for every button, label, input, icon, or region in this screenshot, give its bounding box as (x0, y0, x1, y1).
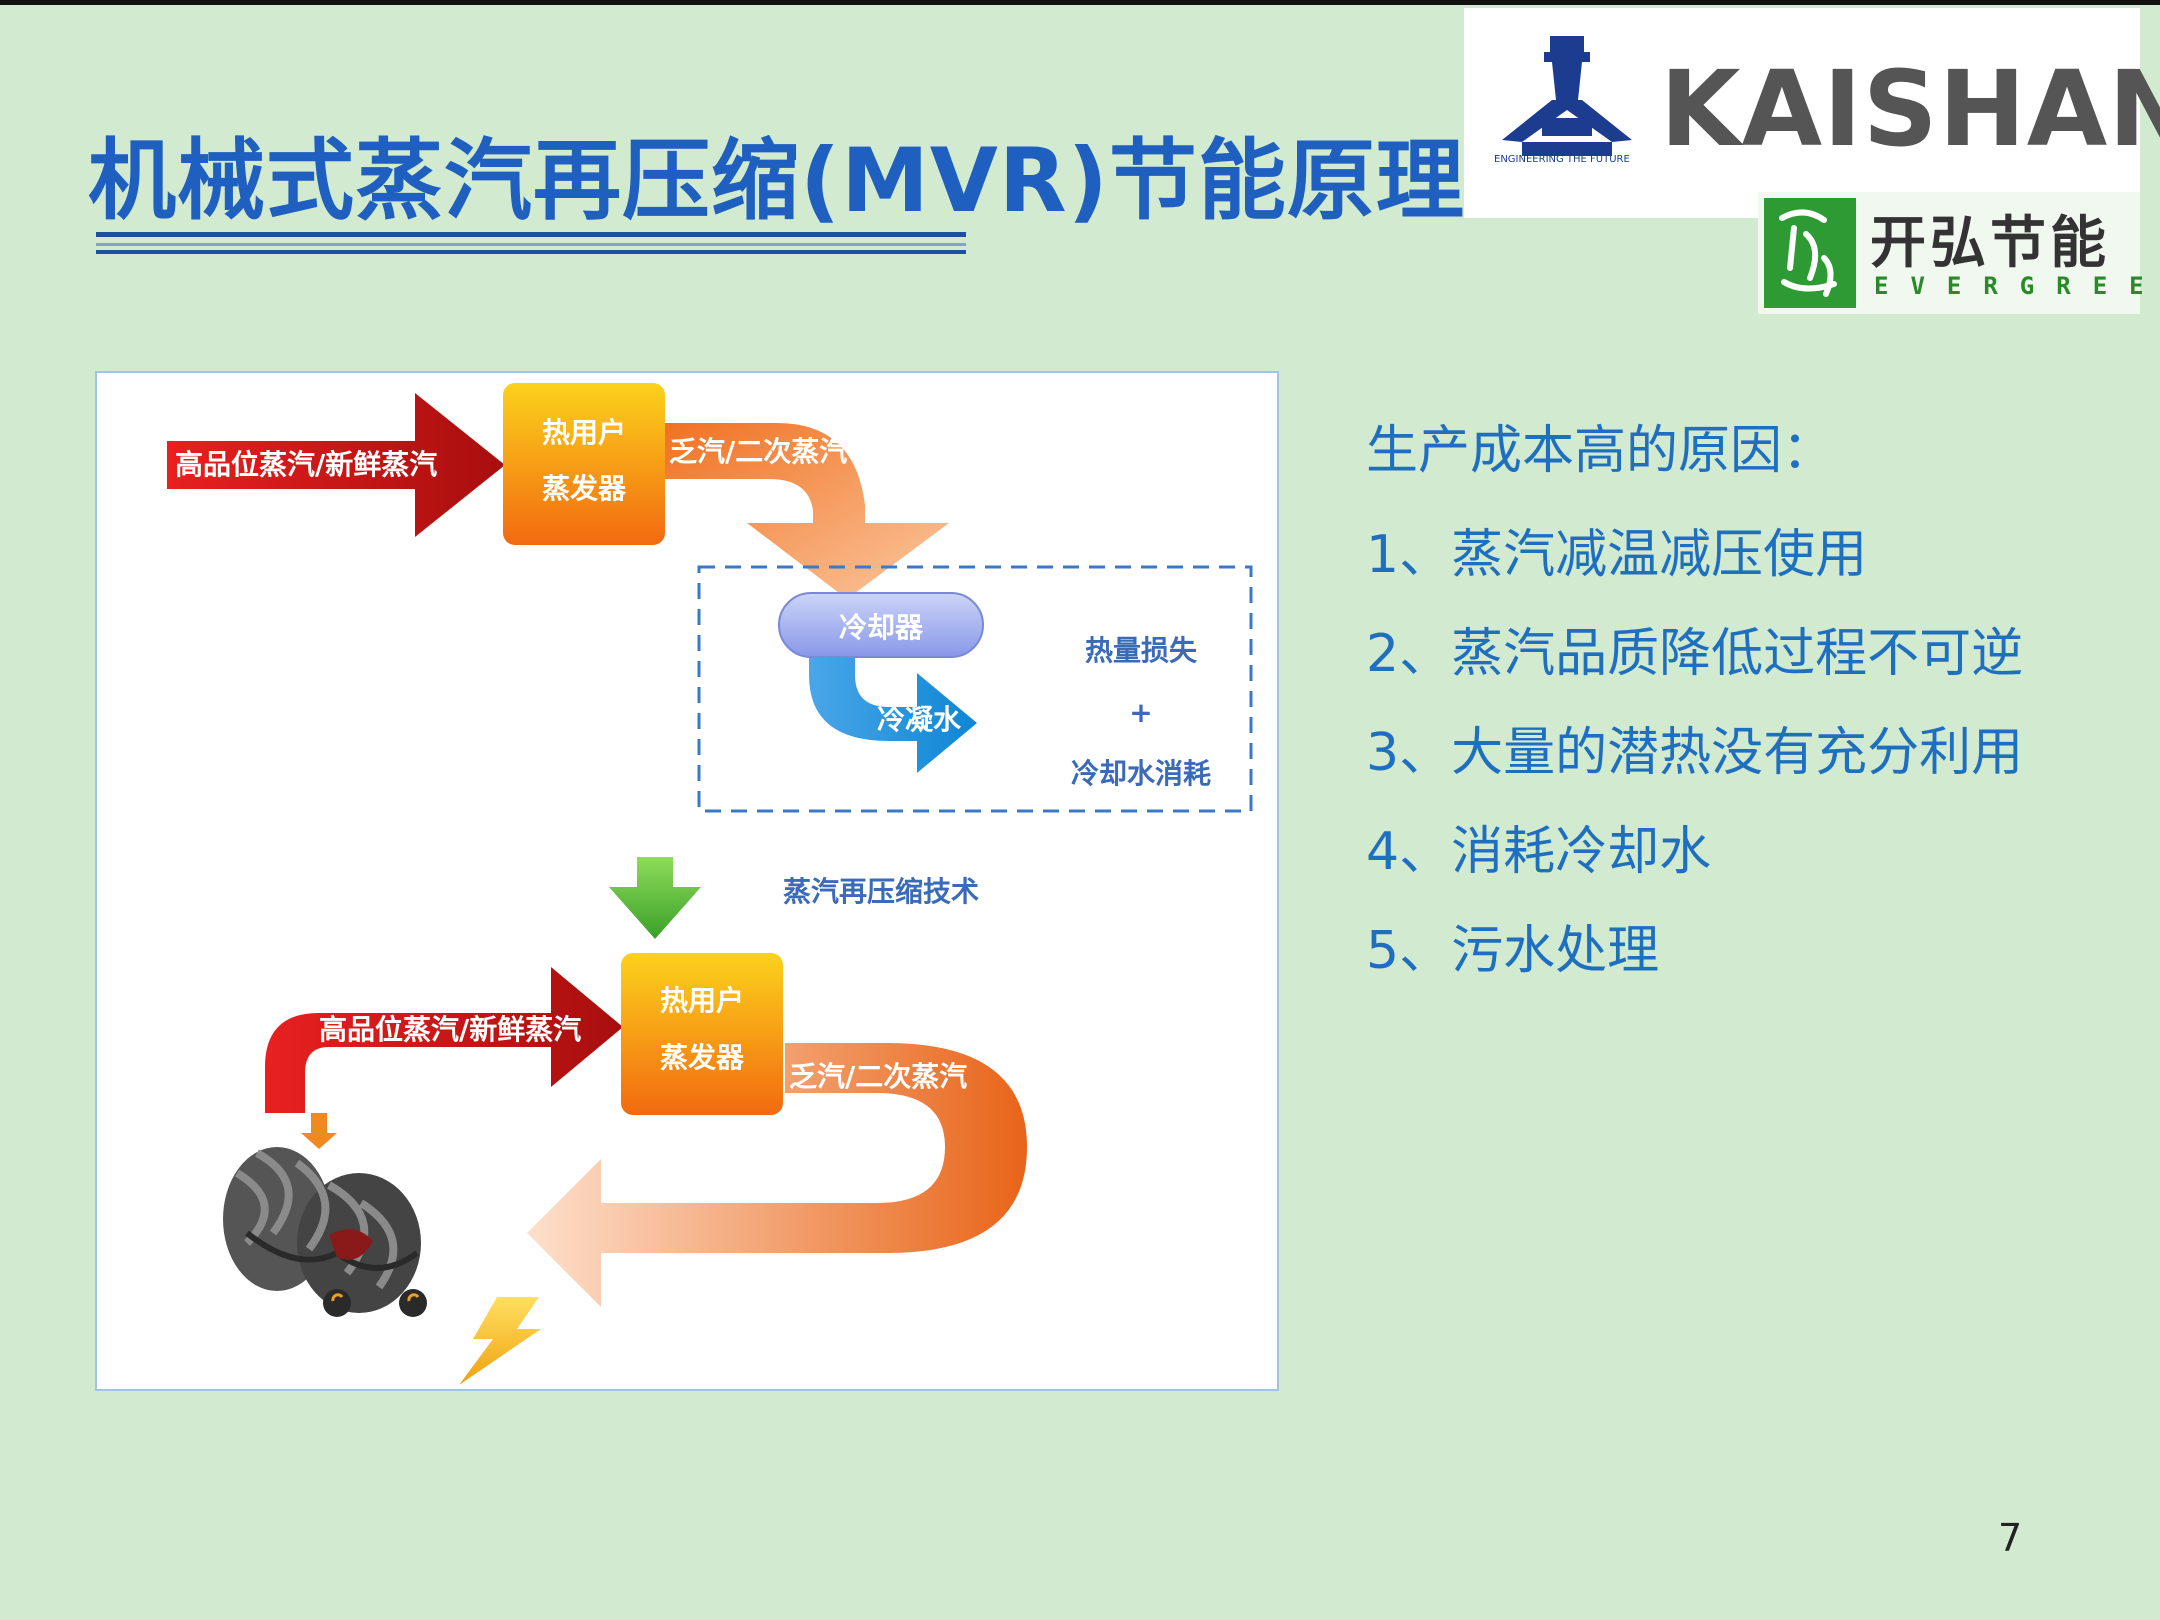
evergreen-logo: 开弘节能 EVERGREEN (1758, 192, 2160, 314)
heat-loss-label: 热量损失 (1085, 634, 1198, 667)
title-underline (96, 232, 966, 237)
list-item: 2、蒸汽品质降低过程不可逆 (1366, 624, 2024, 684)
exhaust-steam-arrow (657, 423, 949, 599)
evaporator-label-line1: 热用户 (542, 416, 626, 449)
loss-plus-label: + (1129, 696, 1152, 729)
list-item: 4、消耗冷却水 (1366, 822, 1712, 882)
condensate-arrow (809, 641, 977, 773)
mvr-diagram: 高品位蒸汽/新鲜蒸汽 热用户 蒸发器 乏汽/二次蒸汽 冷却器 冷凝水 热量损失 (95, 371, 1279, 1391)
list-item: 3、大量的潜热没有充分利用 (1366, 723, 2024, 783)
condensate-label: 冷凝水 (877, 703, 962, 736)
mvr-evaporator-label-line2: 蒸发器 (660, 1041, 745, 1074)
kaishan-wordmark: KAISHAN (1660, 48, 2160, 170)
list-item: 5、污水处理 (1366, 921, 1660, 981)
reasons-heading: 生产成本高的原因： (1366, 421, 1835, 481)
cooler-pill (778, 592, 984, 658)
title-underline (96, 243, 966, 246)
mvr-evaporator-box (621, 953, 783, 1115)
kaishan-logo: KAISHAN ENGINEERING THE FUTURE (1464, 8, 2160, 218)
cooler-label: 冷却器 (839, 611, 924, 644)
evaporator-box (503, 383, 665, 545)
transition-label: 蒸汽再压缩技术 (783, 875, 979, 908)
exhaust-steam-label: 乏汽/二次蒸汽 (669, 435, 847, 468)
down-arrow-icon (609, 857, 701, 939)
mvr-evaporator-label-line1: 热用户 (660, 984, 744, 1017)
kaishan-tagline: ENGINEERING THE FUTURE (1494, 154, 1630, 165)
kaishan-emblem-icon (1502, 36, 1632, 156)
lightning-bolt-icon (459, 1297, 541, 1385)
evergreen-emblem-icon (1764, 198, 1856, 308)
evaporator-label-line2: 蒸发器 (542, 472, 627, 505)
input-steam-label: 高品位蒸汽/新鲜蒸汽 (175, 448, 437, 481)
input-steam-arrow (167, 393, 505, 537)
title-underline (96, 250, 966, 254)
cooling-water-loss-label: 冷却水消耗 (1071, 757, 1211, 790)
mvr-input-steam-arrow (265, 967, 623, 1113)
mvr-input-steam-label: 高品位蒸汽/新鲜蒸汽 (319, 1013, 581, 1046)
screw-compressor-icon (223, 1113, 427, 1317)
list-item: 1、蒸汽减温减压使用 (1366, 525, 1868, 585)
slide-title: 机械式蒸汽再压缩(MVR)节能原理 (88, 129, 1465, 232)
evergreen-name-cn: 开弘节能 (1870, 211, 2110, 276)
evergreen-name-en: EVERGREEN (1874, 272, 2160, 300)
top-border (0, 0, 2160, 5)
mvr-exhaust-steam-label: 乏汽/二次蒸汽 (789, 1060, 967, 1093)
mvr-return-arrow (527, 1043, 1027, 1307)
page-number: 7 (1998, 1516, 2023, 1560)
loss-region-border (697, 565, 1253, 813)
